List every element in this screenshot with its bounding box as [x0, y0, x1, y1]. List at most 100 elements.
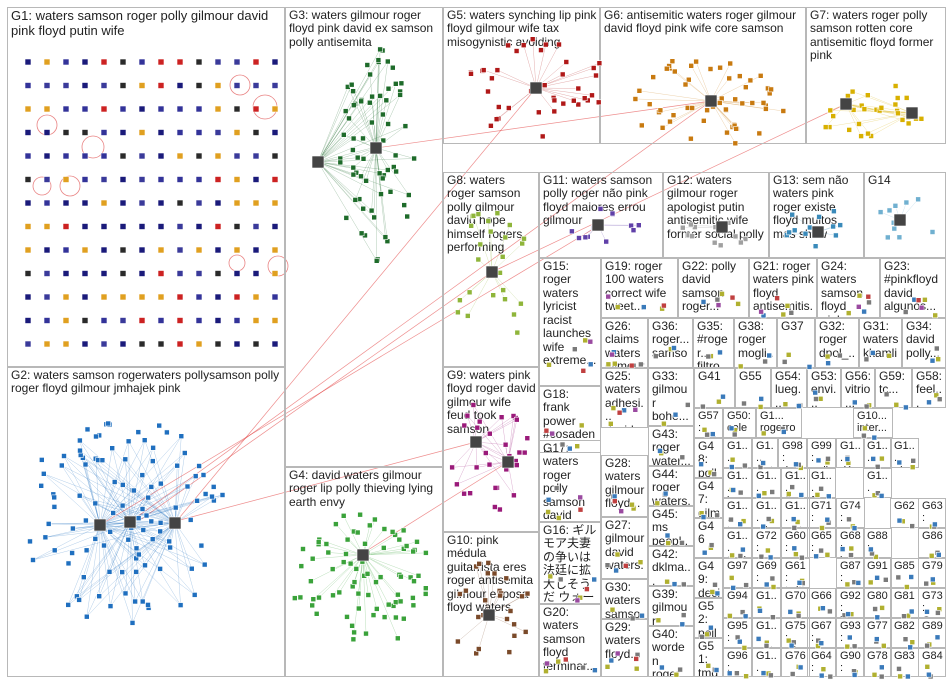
node [665, 540, 672, 546]
edge [99, 524, 139, 555]
node [935, 356, 942, 363]
node [514, 329, 521, 336]
node [422, 591, 429, 597]
edge [79, 495, 176, 524]
node [629, 501, 635, 508]
node [895, 110, 901, 117]
node [467, 490, 473, 497]
node [780, 429, 787, 435]
node [81, 105, 89, 113]
node [929, 576, 936, 583]
node [657, 448, 663, 454]
node [65, 602, 71, 608]
node [576, 235, 582, 241]
edge [317, 161, 377, 261]
node [894, 95, 901, 101]
node [909, 639, 916, 646]
node [569, 228, 575, 235]
node [614, 304, 621, 310]
node [385, 85, 392, 92]
edge [475, 419, 517, 443]
node [100, 152, 108, 160]
node [24, 58, 32, 66]
node [252, 317, 260, 324]
node [132, 598, 138, 605]
node [65, 560, 72, 567]
node [851, 643, 858, 650]
node [61, 453, 67, 459]
node [157, 566, 163, 572]
node [929, 229, 936, 235]
node [609, 210, 616, 217]
node [858, 133, 864, 139]
node [233, 340, 241, 348]
node [812, 243, 819, 249]
node [757, 73, 764, 79]
node [793, 461, 799, 468]
edge [456, 441, 477, 485]
node [383, 97, 390, 104]
node [688, 62, 695, 69]
node [378, 191, 384, 197]
node [856, 292, 863, 299]
node [513, 48, 520, 54]
node [763, 106, 769, 112]
node [652, 353, 659, 360]
node [761, 490, 768, 497]
edge [639, 90, 712, 102]
node [701, 549, 708, 556]
node [411, 578, 417, 585]
node [522, 629, 529, 635]
edge [523, 45, 537, 89]
edge [360, 101, 377, 149]
node [723, 106, 729, 113]
edge [351, 84, 377, 149]
node [150, 444, 156, 451]
edge [129, 447, 154, 523]
edge [80, 454, 176, 524]
node [785, 491, 792, 497]
edge [475, 441, 515, 496]
node [880, 642, 887, 649]
node [139, 598, 146, 605]
node [867, 579, 874, 586]
node [138, 293, 146, 301]
node [555, 515, 562, 521]
node [392, 81, 399, 87]
node [742, 613, 749, 620]
edge [99, 524, 170, 542]
node [475, 211, 482, 217]
node [657, 107, 664, 114]
node [209, 493, 215, 500]
node [587, 338, 594, 345]
edge [99, 494, 223, 526]
edge [475, 417, 516, 443]
node [449, 464, 455, 471]
node [313, 610, 320, 617]
node [373, 606, 380, 612]
node [120, 482, 126, 488]
node [362, 540, 368, 547]
node [493, 116, 500, 122]
node [755, 492, 762, 499]
node [495, 104, 502, 110]
node [62, 105, 70, 113]
node [119, 502, 126, 509]
node [316, 594, 322, 601]
node [201, 561, 208, 568]
node [93, 518, 107, 532]
node [308, 578, 314, 585]
node [737, 489, 744, 496]
node [839, 97, 853, 111]
node [214, 176, 222, 183]
node [882, 576, 889, 583]
node [728, 516, 734, 523]
node [909, 464, 916, 471]
node [519, 240, 526, 247]
edge [310, 554, 364, 582]
edge [535, 87, 593, 96]
node [874, 574, 880, 581]
node [632, 406, 639, 413]
node [763, 581, 770, 588]
